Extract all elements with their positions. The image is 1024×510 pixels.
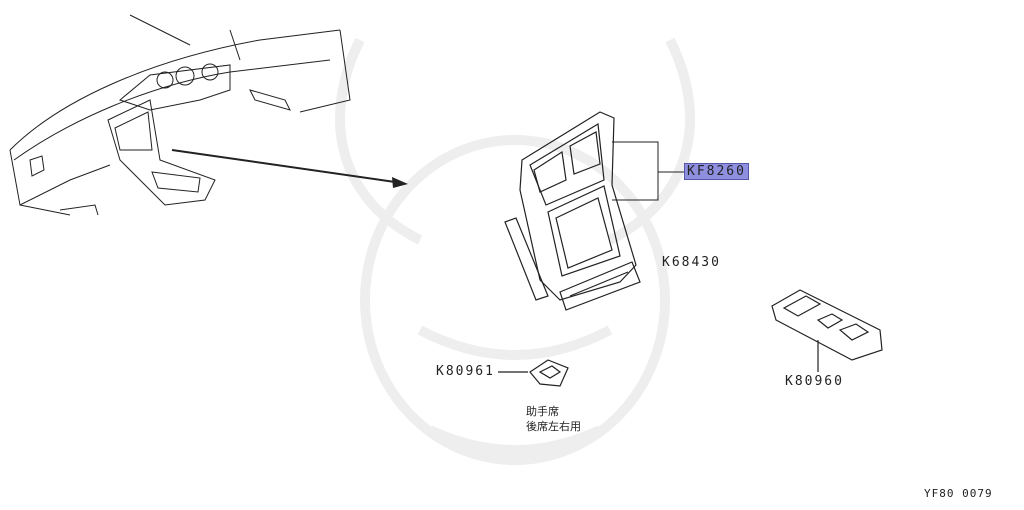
figure-code: YF80 0079 <box>924 487 993 500</box>
k80961-panel-drawing <box>498 359 569 387</box>
part-label-k80961[interactable]: K80961 <box>436 364 495 379</box>
part-label-k80960[interactable]: K80960 <box>785 374 844 389</box>
kf8260-leader <box>612 141 684 201</box>
usage-note-line: 助手席 <box>526 405 559 418</box>
usage-note: 助手席 後席左右用 <box>526 404 581 434</box>
console-bezel-drawing <box>504 111 641 311</box>
usage-note-line: 後席左右用 <box>526 420 581 433</box>
watermark-logo <box>335 37 695 465</box>
k80960-panel-drawing <box>771 289 883 372</box>
part-label-k68430[interactable]: K68430 <box>662 255 721 270</box>
part-label-kf8260[interactable]: KF8260 <box>684 163 749 180</box>
detail-arrow <box>171 149 408 188</box>
dashboard-overview <box>9 14 351 216</box>
